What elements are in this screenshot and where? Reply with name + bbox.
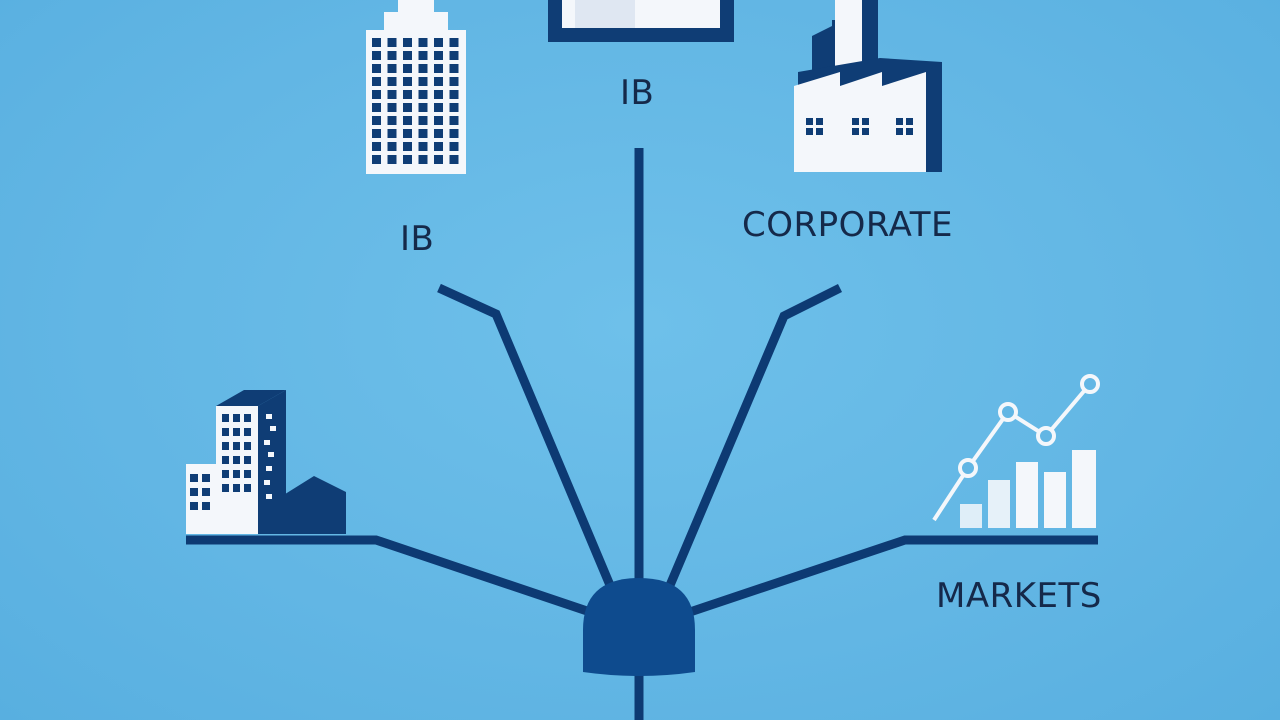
growth-chart-icon [932, 374, 1100, 528]
office-buildings-icon [186, 390, 346, 534]
label-right: MARKETS [936, 576, 1102, 616]
label-top-right: CORPORATE [742, 205, 954, 245]
spoke-left [186, 535, 592, 617]
spoke-top-right [663, 283, 843, 592]
skyscraper-icon [366, 0, 466, 174]
spokes [186, 148, 1098, 720]
label-top-left: IB [400, 219, 435, 259]
spoke-top-left [437, 283, 617, 592]
hub-node [583, 578, 695, 676]
label-top-center: IB [620, 73, 655, 113]
monitor-icon [548, 0, 734, 42]
spoke-right [688, 535, 1098, 617]
factory-icon [794, 0, 942, 172]
